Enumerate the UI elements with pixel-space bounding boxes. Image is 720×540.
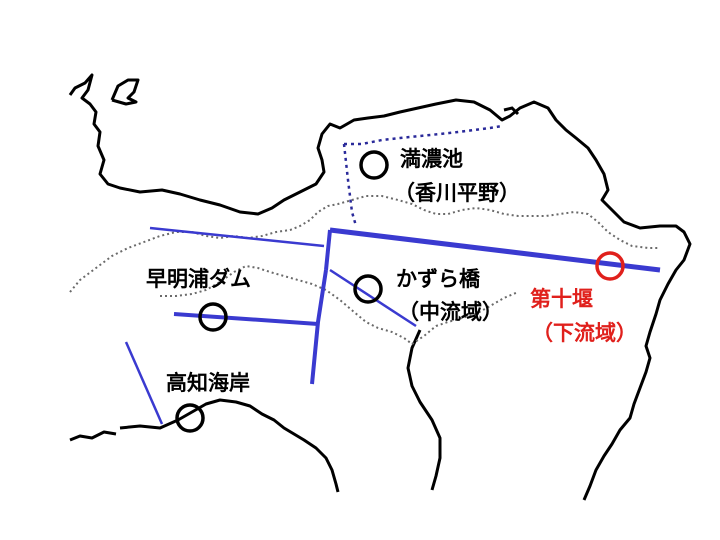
kazura-bashi-marker[interactable] [353, 274, 383, 304]
kochi-river [124, 341, 164, 425]
south-coast-west [69, 430, 117, 442]
iya-river [329, 268, 417, 328]
sameura-channel [173, 312, 319, 326]
pref-border-south [160, 264, 413, 345]
yoshino-river [329, 227, 661, 273]
kagawa-inner-border [344, 124, 503, 146]
kagawa-canal [149, 226, 325, 248]
inner-east-shore [406, 329, 442, 491]
south-coastline [119, 398, 340, 493]
east-coast-detail [503, 106, 520, 116]
kagawa-heiya-label: （香川平野） [394, 180, 520, 205]
manno-ike-label: 満濃池 [400, 146, 463, 171]
north-islet [110, 78, 140, 106]
kazura-bashi-label: かずら橋 [396, 266, 480, 291]
kagawa-inner-border-vertical [342, 143, 358, 227]
north-coastline [68, 73, 692, 501]
kochi-kaigan-label: 高知海岸 [166, 370, 250, 395]
sameura-dam-marker[interactable] [198, 302, 228, 332]
manno-ike-marker[interactable] [359, 150, 389, 180]
yoshino-upper-vertical [324, 229, 332, 271]
sameura-dam-label: 早明浦ダム [146, 266, 251, 291]
daiju-seki-marker[interactable] [595, 251, 625, 281]
karyuiki-label: （下流域） [532, 320, 637, 345]
churyuiki-label: （中流域） [398, 299, 503, 324]
yoshino-upper-channel [310, 269, 328, 385]
daiju-seki-label: 第十堰 [530, 286, 593, 311]
kochi-kaigan-marker[interactable] [175, 403, 205, 433]
